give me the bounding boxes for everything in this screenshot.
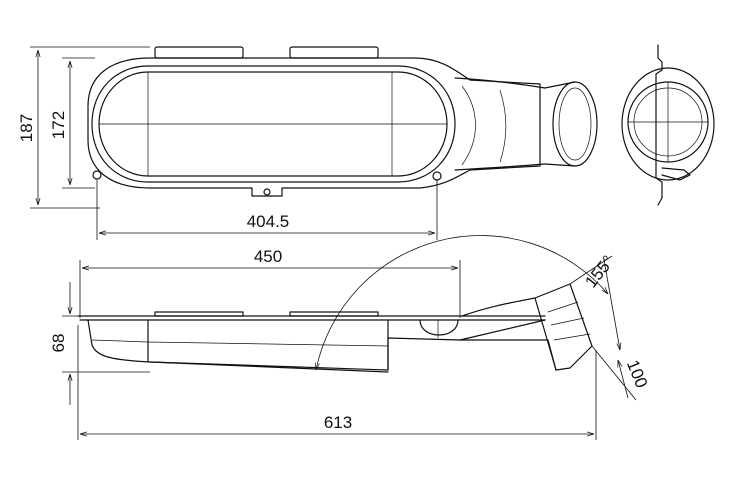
- flange-outline: [87, 57, 541, 197]
- dim-450-label: 450: [254, 247, 282, 266]
- outlet-ring: [552, 81, 598, 167]
- side-outlet: [459, 283, 593, 371]
- oval-inner: [98, 71, 448, 177]
- dim-hole-spacing: 404.5: [96, 180, 438, 240]
- side-view: [77, 283, 593, 373]
- dim-100-label: 100: [623, 357, 651, 390]
- dim-68-label: 68: [49, 334, 68, 353]
- dim-outlet-angle: 155°: [316, 235, 618, 370]
- dim-body-length: 450: [79, 247, 461, 318]
- dim-side-height: 68: [49, 282, 150, 405]
- oval-outer: [91, 65, 456, 183]
- mount-hole-center: [263, 188, 271, 196]
- top-view: [87, 46, 598, 197]
- end-outer-shell: [621, 67, 715, 181]
- end-flange: [655, 44, 663, 206]
- dim-187-label: 187: [17, 114, 36, 142]
- dim-155-label: 155°: [581, 252, 618, 291]
- dim-overall-height: 187: [17, 46, 150, 209]
- dim-inner-height: 172: [49, 57, 95, 189]
- dim-overall-length: 613: [77, 325, 597, 440]
- top-tab-left: [154, 46, 244, 59]
- dim-404-label: 404.5: [247, 212, 290, 231]
- transition-top: [454, 77, 546, 89]
- end-view: [621, 44, 715, 206]
- mount-hole-right: [432, 171, 442, 181]
- transition-bottom: [454, 163, 546, 171]
- end-clip: [661, 167, 691, 181]
- dim-613-label: 613: [324, 413, 352, 432]
- side-bulge: [419, 319, 459, 336]
- top-tab-right: [289, 46, 379, 59]
- mount-hole-left: [92, 170, 102, 180]
- dim-172-label: 172: [49, 111, 68, 139]
